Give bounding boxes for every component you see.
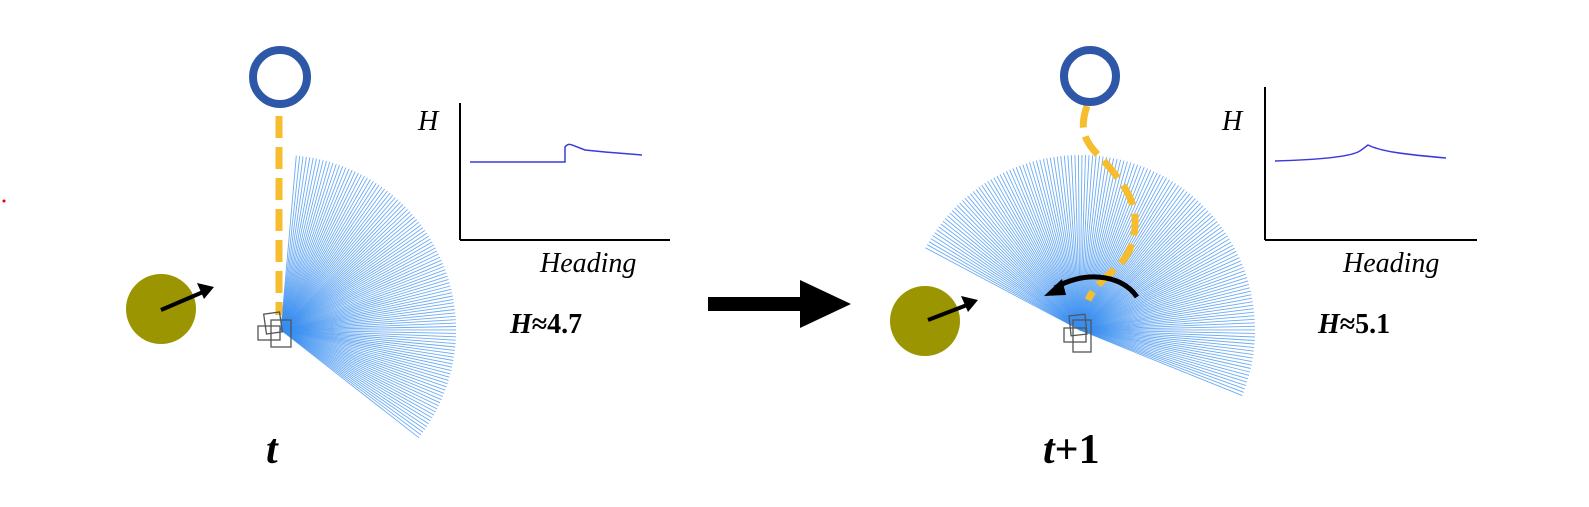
sensor-fan-t: [280, 155, 457, 439]
entropy-plot-t1: [1264, 87, 1477, 241]
robot-icon: [1063, 313, 1092, 353]
panel-t: [126, 46, 670, 439]
sensor-fan-t1: [925, 154, 1256, 397]
time-symbol: t: [1043, 427, 1055, 473]
entropy-symbol: H: [510, 309, 532, 340]
planned-path-t1: [1079, 104, 1139, 302]
time-label-t1: t+1: [1043, 426, 1100, 474]
time-symbol: t: [266, 427, 278, 473]
panel-t1: [890, 46, 1477, 397]
plot-t-ylabel: H: [418, 106, 439, 137]
obstacle-icon: [890, 286, 960, 356]
rotation-arrow-icon: [1044, 274, 1140, 299]
entropy-plot-t: [459, 103, 670, 241]
entropy-number: ≈4.7: [531, 309, 583, 340]
entropy-symbol: H: [1318, 309, 1340, 340]
entropy-curve-t1: [1274, 144, 1447, 162]
transition-arrow-icon: [708, 280, 851, 328]
obstacle-heading-arrow: [927, 296, 978, 322]
obstacle-heading-arrow: [160, 283, 214, 312]
robot-icon: [257, 311, 292, 348]
goal-ring-icon: [249, 46, 311, 108]
entropy-number: ≈5.1: [1339, 309, 1391, 340]
plot-t1-xlabel: Heading: [1343, 248, 1440, 279]
entropy-value-t1: H≈5.1: [1318, 309, 1390, 341]
time-label-t: t: [266, 426, 278, 474]
plot-t-xlabel: Heading: [540, 248, 637, 279]
edge-mark: [2, 199, 6, 203]
entropy-curve-t: [470, 143, 643, 163]
plot-t1-ylabel: H: [1222, 106, 1243, 137]
entropy-value-t: H≈4.7: [510, 309, 582, 341]
time-suffix: +1: [1054, 427, 1100, 473]
goal-ring-icon: [1060, 46, 1120, 106]
